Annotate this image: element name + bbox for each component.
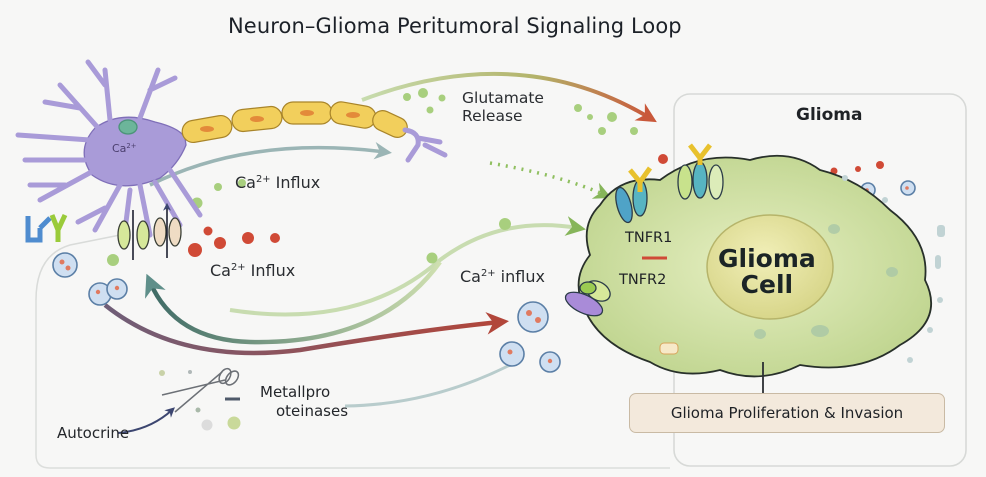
glutamate-release-label: Glutamate Release <box>462 89 544 126</box>
ion-channels-neuron <box>117 206 182 260</box>
ca-rest: influx <box>495 267 545 286</box>
soma-ca-base: Ca <box>112 142 127 156</box>
metalloproteinases-label: Metallpro oteinases <box>260 383 348 421</box>
ca-influx-upper-label: Ca2+ Influx <box>235 173 321 192</box>
glioma-receptors <box>564 143 724 317</box>
axon-terminal <box>402 127 448 163</box>
extracellular-particles <box>842 175 945 363</box>
glutamate-line1: Glutamate <box>462 89 544 107</box>
mmp-particles <box>159 370 241 431</box>
glutamate-line2: Release <box>462 106 523 125</box>
arrow-neuron-to-axon <box>149 142 392 187</box>
arrow-glutamate-to-glioma <box>361 71 657 123</box>
metal-line2: oteinases <box>276 401 349 420</box>
ca-sup: 2+ <box>480 268 496 280</box>
ca-influx-lower-label: Ca2+ Influx <box>210 261 296 280</box>
metal-line1: Metallpro <box>260 383 331 401</box>
tnfr1-label: TNFR1 <box>625 230 673 246</box>
arrow-ca-influx-right <box>229 216 586 317</box>
arrow-vesicles-to-glioma <box>103 303 509 356</box>
glioma-cell-line2: Cell <box>740 270 794 300</box>
myelinated-axon <box>181 101 408 144</box>
neuron-receptors <box>25 213 68 243</box>
diagram-title: Neuron–Glioma Peritumoral Signaling Loop <box>228 14 682 38</box>
soma-ca-label: Ca2+ <box>112 142 137 156</box>
glioma-cell-label: Glioma Cell <box>718 244 816 300</box>
left-panel-outline <box>35 300 670 469</box>
outcome-label: Glioma Proliferation & Invasion <box>670 404 904 422</box>
arrow-ca-to-receptor <box>489 161 612 199</box>
soma-ca-sup: 2+ <box>126 142 137 150</box>
ca-base: Ca <box>235 173 256 192</box>
neuron <box>15 59 203 238</box>
ca-rest: Influx <box>245 261 296 280</box>
ca-base: Ca <box>210 261 231 280</box>
ca-sup: 2+ <box>230 262 246 274</box>
myelin-nuclei <box>200 110 360 132</box>
organelle-vesicle <box>659 342 679 355</box>
ca-influx-right-label: Ca2+ influx <box>460 267 545 286</box>
arrow-back-to-neuron <box>145 260 442 345</box>
arrow-autocrine <box>117 407 175 434</box>
ca-sup: 2+ <box>255 174 271 186</box>
scissors-icon <box>161 367 240 413</box>
left-panel-border <box>35 234 121 301</box>
autocrine-label: Autocrine <box>57 424 130 442</box>
outcome-box: Glioma Proliferation & Invasion <box>629 393 945 433</box>
tnfr2-label: TNFR2 <box>619 272 667 288</box>
glioma-region-label: Glioma <box>796 105 863 125</box>
glioma-cell-line1: Glioma <box>718 244 816 273</box>
arrow-mmp-to-vesicle <box>344 363 511 408</box>
ca-rest: Influx <box>270 173 321 192</box>
ca-particles <box>107 88 638 266</box>
ca-base: Ca <box>460 267 481 286</box>
cell-organelles <box>754 224 898 339</box>
glioma-nucleus <box>706 214 834 320</box>
